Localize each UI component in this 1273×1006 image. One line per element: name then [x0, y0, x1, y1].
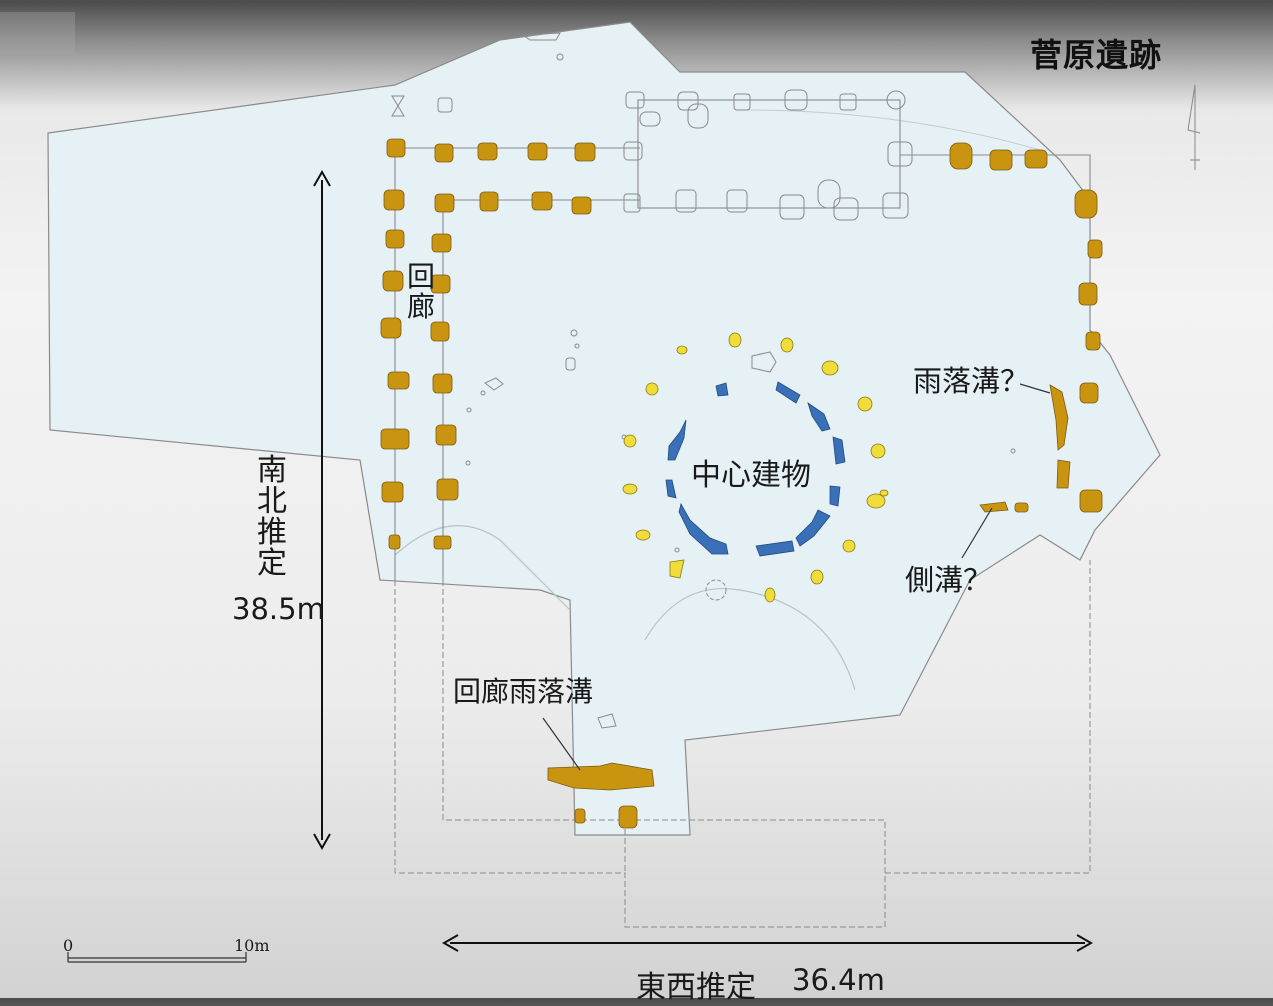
excavation-area: [47, 21, 1161, 836]
central-building-posts: [665, 381, 846, 557]
scale-end-label: 10m: [234, 936, 270, 955]
soil-boundary-3: [744, 109, 1041, 151]
ew-dimension-arrow: [441, 934, 1094, 952]
scale-bar: [67, 952, 247, 963]
scale-start-label: 0: [63, 936, 74, 955]
ns-dimension-arrow: [313, 169, 331, 851]
label-ns-length: 38.5m: [232, 592, 325, 626]
leader-lines: [542, 383, 1051, 771]
soil-boundary-1: [394, 524, 571, 611]
ns-char-1: 南: [257, 453, 287, 488]
label-central-building: 中心建物: [691, 458, 811, 493]
label-corridor-rain-gutter: 回廊雨落溝: [453, 675, 594, 708]
ns-char-3: 推: [257, 515, 287, 550]
corridor-posts: [380, 138, 1103, 829]
ns-char-4: 定: [257, 546, 287, 581]
estimated-outline: [394, 560, 1091, 928]
ns-char-2: 北: [257, 484, 287, 519]
label-corridor: 回廊: [406, 260, 435, 323]
other-postholes: [391, 32, 1016, 729]
label-ew-length: 36.4m: [792, 963, 885, 997]
page-title: 菅原遺跡: [1030, 36, 1163, 74]
label-ew-estimate: 東西推定: [636, 970, 756, 1005]
north-arrow-icon: [1187, 84, 1201, 170]
outer-posts: [622, 332, 889, 603]
label-side-ditch-question: 側溝？: [905, 563, 993, 597]
overlay-patch: [0, 12, 75, 54]
soil-boundary-2: [644, 588, 856, 691]
label-ns-estimate: 南 北 推 定: [255, 455, 289, 579]
label-rain-gutter-question: 雨落溝？: [913, 364, 1030, 398]
